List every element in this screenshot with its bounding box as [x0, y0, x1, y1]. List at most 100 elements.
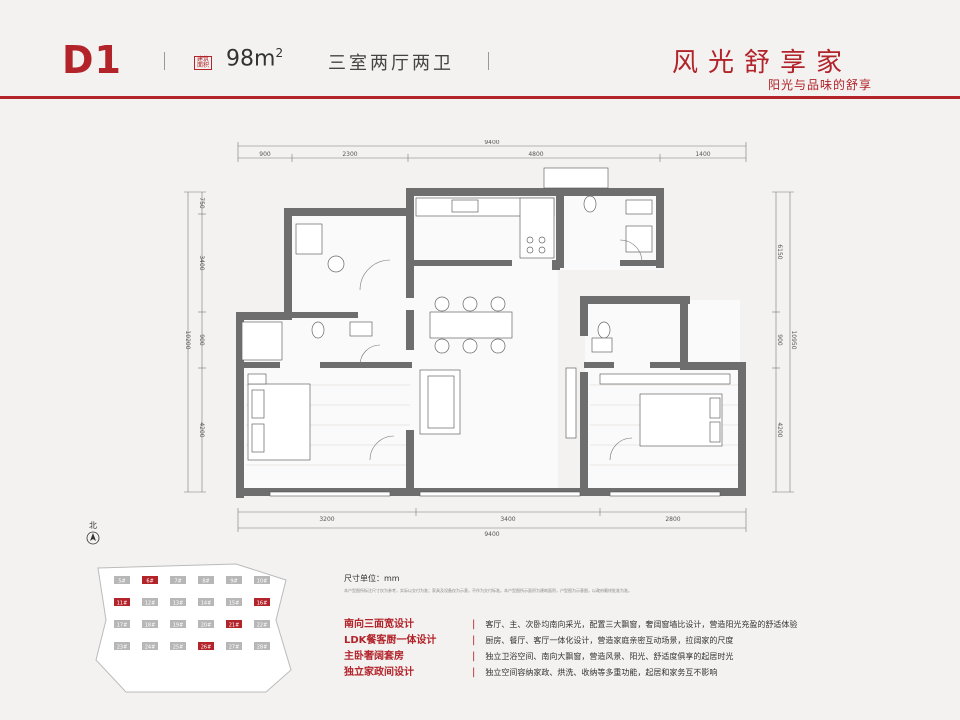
key-map-building-label: 19#: [173, 623, 184, 629]
key-map-building: [254, 598, 270, 606]
dim-right-1: 6150: [776, 244, 783, 259]
key-map-building: [254, 642, 270, 650]
key-map-building: [198, 620, 214, 628]
dim-top-3: 4800: [528, 151, 543, 158]
north-label: 北: [89, 521, 97, 530]
key-map-building: [142, 620, 158, 628]
unit-code: D1: [62, 38, 122, 82]
key-map-building-label: 18#: [145, 623, 156, 629]
key-map-building-label: 23#: [117, 645, 128, 651]
key-map-building-label: 7#: [174, 579, 181, 585]
dim-top-1: 900: [259, 151, 271, 158]
dim-top-2: 2300: [342, 151, 357, 158]
key-map-building: [114, 576, 130, 584]
north-indicator: 北: [86, 520, 100, 547]
feature-separator: |: [472, 619, 476, 630]
key-map-building-label: 26#: [201, 645, 212, 651]
key-map-building: [226, 598, 242, 606]
dim-bottom-2: 3400: [500, 516, 515, 523]
feature-row: 主卧奢阔套房 | 独立卫浴空间、南向大飘窗，营造风景、阳光、舒适度俱享的起居时光: [344, 646, 733, 662]
slogan: 风光舒享家: [672, 48, 853, 78]
key-map-building: [254, 620, 270, 628]
key-map-building-label: 28#: [257, 645, 268, 651]
key-map-building-label: 15#: [229, 601, 240, 607]
unit-label: 尺寸单位：mm: [344, 574, 400, 583]
key-map-building-label: 16#: [257, 601, 268, 607]
key-map-building: [114, 598, 130, 606]
key-map-building: [198, 576, 214, 584]
windows: [269, 167, 721, 497]
key-map-building-label: 13#: [173, 601, 184, 607]
key-map-building: [142, 642, 158, 650]
bathroom-fixtures: [241, 195, 653, 361]
right-dimension-lines: [772, 191, 794, 493]
feature-separator: |: [472, 635, 476, 646]
key-map-building-label: 27#: [229, 645, 240, 651]
kitchen-counter: [415, 197, 555, 259]
key-map-building: [226, 620, 242, 628]
key-map-building-label: 12#: [145, 601, 156, 607]
key-map-building-label: 8#: [202, 579, 209, 585]
dim-bottom-3: 2800: [665, 516, 680, 523]
area-value: 98m2: [226, 46, 284, 72]
feature-description: 独立空间容纳家政、烘洗、收纳等多重功能，起居和家务互不影响: [485, 668, 718, 677]
top-dimension-lines: [237, 142, 747, 162]
dim-bottom-1: 3200: [319, 516, 334, 523]
feature-title: 主卧奢阔套房: [344, 651, 404, 662]
key-map-building-label: 24#: [145, 645, 156, 651]
dim-bottom-total: 9400: [484, 531, 499, 538]
key-map-building: [254, 576, 270, 584]
feature-title: 南向三面宽设计: [344, 619, 414, 630]
feature-description: 厨房、餐厅、客厅一体化设计，营造家庭亲密互动场景，拉阔家的尺度: [485, 636, 734, 645]
right-bedroom-bed: [599, 373, 731, 447]
key-map-building: [198, 598, 214, 606]
feature-row: 南向三面宽设计 | 客厅、主、次卧均南向采光，配置三大飘窗，奢阔窗墙比设计，营造阳光…: [344, 614, 797, 630]
feature-title: 独立家政间设计: [344, 667, 414, 678]
door-swings: [359, 239, 643, 461]
header-divider: [0, 96, 960, 99]
feature-separator: |: [472, 651, 476, 662]
site-key-map: 5#6#7#8#9#10#11#12#13#14#15#16#17#18#19#…: [95, 563, 292, 693]
feature-title: LDK餐客厨一体设计: [344, 635, 437, 646]
key-map-building: [142, 576, 158, 584]
key-map-building: [226, 576, 242, 584]
fine-print: 本户型图所标注尺寸仅为参考，实际以交付为准；家具及设备仅为示意，不作为交付标准。…: [344, 588, 632, 593]
key-map-building-label: 9#: [230, 579, 237, 585]
key-map-building-label: 22#: [257, 623, 268, 629]
key-map-building: [114, 620, 130, 628]
living-room-furniture: [419, 367, 577, 439]
key-map-building-label: 20#: [201, 623, 212, 629]
dim-right-total: 10950: [790, 330, 797, 349]
key-map-building: [170, 576, 186, 584]
feature-row: 独立家政间设计 | 独立空间容纳家政、烘洗、收纳等多重功能，起居和家务互不影响: [344, 662, 717, 678]
key-map-building: [114, 642, 130, 650]
key-map-building-label: 5#: [118, 579, 125, 585]
area-seal-icon: 建筑面积: [194, 56, 212, 70]
floor-plan: 9400 900 2300 4800 1400 3200 3400 2800 9…: [184, 140, 797, 538]
feature-row: LDK餐客厨一体设计 | 厨房、餐厅、客厅一体化设计，营造家庭亲密互动场景，拉阔家的…: [344, 630, 733, 646]
dim-left-2: 3400: [198, 255, 205, 270]
key-map-building-label: 25#: [173, 645, 184, 651]
key-map-building: [170, 620, 186, 628]
dim-top-4: 1400: [695, 151, 710, 158]
bottom-dimension-lines: [237, 508, 747, 532]
dim-right-3: 4200: [776, 422, 783, 437]
key-map-building: [142, 598, 158, 606]
key-map-building-label: 10#: [257, 579, 268, 585]
study-desk: [295, 223, 345, 273]
key-map-buildings: 5#6#7#8#9#10#11#12#13#14#15#16#17#18#19#…: [114, 576, 270, 651]
feature-separator: |: [472, 667, 476, 678]
dim-left-1: 750: [198, 197, 205, 209]
dim-left-total: 10200: [184, 330, 191, 349]
key-map-building: [226, 642, 242, 650]
compass-arrow-icon: [86, 531, 100, 545]
key-map-building-label: 11#: [117, 601, 128, 607]
dim-top-total: 9400: [484, 140, 499, 146]
feature-description: 独立卫浴空间、南向大飘窗，营造风景、阳光、舒适度俱享的起居时光: [485, 652, 734, 661]
key-map-building: [198, 642, 214, 650]
dim-left-4: 4200: [198, 422, 205, 437]
dim-right-2: 900: [776, 334, 783, 346]
feature-description: 客厅、主、次卧均南向采光，配置三大飘窗，奢阔窗墙比设计，营造阳光充盈的舒适体验: [485, 620, 798, 629]
key-map-building-label: 6#: [146, 579, 153, 585]
key-map-building-label: 21#: [229, 623, 240, 629]
